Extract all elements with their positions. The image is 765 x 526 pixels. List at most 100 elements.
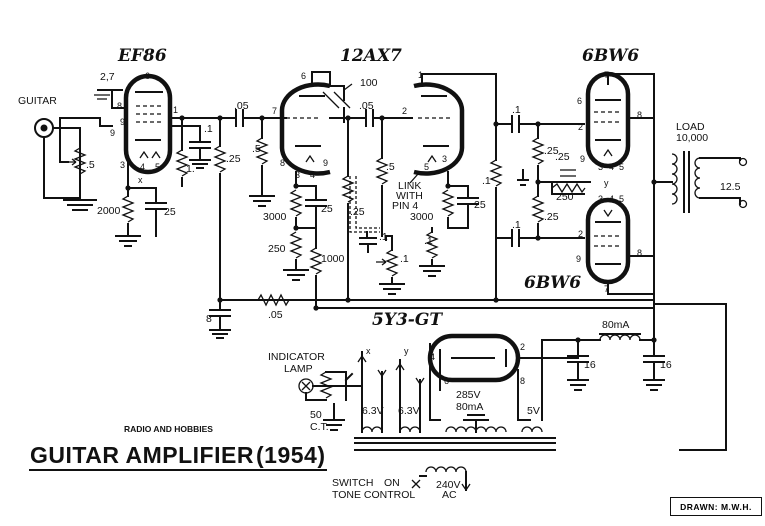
svg-text:.05: .05 (234, 100, 249, 112)
svg-text:5: 5 (155, 162, 160, 172)
svg-text:.5: .5 (252, 143, 261, 155)
tube-12ax7-right: 1 2 5 3 LINK WITH PIN 4 25 3000 .1 (392, 70, 497, 277)
svg-text:1: 1 (418, 70, 423, 80)
svg-text:6: 6 (577, 96, 582, 106)
svg-text:.1: .1 (512, 219, 521, 231)
output-transformer: LOAD 10,000 12.5 (651, 73, 748, 451)
svg-text:3000: 3000 (410, 211, 434, 223)
svg-text:.25: .25 (350, 206, 365, 218)
svg-text:.25: .25 (544, 145, 559, 157)
svg-text:3: 3 (120, 160, 125, 170)
svg-text:16: 16 (660, 359, 672, 371)
svg-text:2: 2 (520, 342, 525, 352)
guitar-label: GUITAR (18, 95, 57, 107)
svg-text:8: 8 (117, 101, 122, 111)
svg-text:.1: .1 (400, 253, 409, 265)
svg-text:3: 3 (598, 162, 603, 172)
tube-label-6bw6-lower: 6BW6 (524, 273, 581, 293)
svg-text:8: 8 (637, 248, 642, 258)
tube-label-5y3gt: 5Y3-GT (372, 310, 443, 330)
svg-text:x: x (366, 346, 371, 356)
heater (139, 150, 161, 159)
svg-text:PIN 4: PIN 4 (392, 200, 418, 212)
svg-text:16: 16 (584, 359, 596, 371)
svg-text:.05: .05 (359, 100, 374, 112)
svg-text:4: 4 (609, 162, 614, 172)
volume-pot (73, 147, 87, 175)
tube-label-ef86: EF86 (117, 46, 167, 66)
svg-text:250: 250 (268, 243, 286, 255)
svg-text:6.3V: 6.3V (398, 405, 420, 417)
source-label: RADIO AND HOBBIES (124, 424, 213, 434)
svg-text:3000: 3000 (263, 211, 287, 223)
svg-text:2: 2 (578, 122, 583, 132)
input-section: GUITAR .5 (18, 95, 113, 211)
svg-text:100: 100 (360, 77, 378, 89)
svg-text:80mA: 80mA (456, 401, 483, 413)
svg-text:3: 3 (598, 194, 603, 204)
svg-text:LAMP: LAMP (284, 363, 313, 375)
svg-text:8: 8 (520, 376, 525, 386)
svg-text:4: 4 (609, 194, 614, 204)
svg-text:TONE CONTROL: TONE CONTROL (332, 489, 415, 501)
svg-text:8: 8 (206, 313, 212, 325)
svg-text:7: 7 (604, 284, 609, 294)
pot-value: .5 (86, 159, 95, 171)
svg-text:285V: 285V (456, 389, 481, 401)
stage2-cathode: 25 3000 250 1000 (263, 171, 345, 309)
svg-text:4: 4 (140, 162, 145, 172)
ground-symbol (115, 235, 141, 247)
svg-text:AC: AC (442, 489, 457, 501)
svg-text:5: 5 (619, 162, 624, 172)
tube-ef86: EF86 6 8 9 9 1 3 4 5 (110, 46, 178, 175)
svg-text:7: 7 (604, 70, 609, 80)
tube-6bw6-lower: 6BW6 3 4 5 2 9 8 7 y (524, 178, 655, 295)
svg-text:1: 1 (173, 105, 178, 115)
ef86-grid-bias: 2,7 x 2000 25 (94, 71, 176, 247)
svg-text:.25: .25 (555, 151, 570, 163)
output-grid-network: .25 .25 .25 250 (531, 121, 591, 241)
svg-text:2,7: 2,7 (100, 71, 115, 83)
svg-text:25: 25 (474, 199, 486, 211)
svg-text:.05: .05 (268, 309, 283, 321)
svg-text:8: 8 (637, 110, 642, 120)
stage1-network: 1. .1 .25 .05 .5 (169, 100, 287, 301)
drawn-by-label: DRAWN: M.W.H. (680, 501, 752, 512)
svg-text:.1: .1 (379, 231, 388, 243)
svg-text:2: 2 (578, 229, 583, 239)
svg-text:7: 7 (272, 106, 277, 116)
svg-text:4: 4 (430, 352, 435, 362)
svg-text:1000: 1000 (321, 253, 345, 265)
svg-text:3: 3 (442, 154, 447, 164)
svg-text:y: y (404, 346, 409, 356)
svg-text:250: 250 (556, 191, 574, 203)
svg-text:.1: .1 (204, 123, 213, 135)
svg-text:2000: 2000 (97, 205, 121, 217)
svg-text:6.3V: 6.3V (362, 405, 384, 417)
tube-12ax7-left: 12AX7 6 7 8 9 3 4 100 (272, 46, 402, 180)
svg-text:8: 8 (280, 158, 285, 168)
svg-text:2: 2 (402, 106, 407, 116)
ht-rail: .05 8 (206, 293, 655, 339)
svg-text:3: 3 (295, 170, 300, 180)
tube-5y3gt: 5Y3-GT 4 6 2 8 (372, 310, 579, 421)
svg-text:25: 25 (164, 206, 176, 218)
psu-filter: 16 80mA 16 (541, 315, 672, 391)
svg-text:.1: .1 (512, 104, 521, 116)
svg-text:INDICATOR: INDICATOR (268, 351, 325, 363)
svg-text:10,000: 10,000 (676, 132, 708, 144)
svg-text:4: 4 (310, 170, 315, 180)
svg-text:LINK: LINK (398, 180, 421, 192)
diagram-title: GUITAR AMPLIFIER (30, 442, 254, 468)
svg-text:6: 6 (301, 71, 306, 81)
ground-symbol (63, 199, 97, 211)
svg-text:WITH: WITH (396, 190, 423, 202)
svg-text:x: x (138, 175, 143, 185)
drawn-by-box: DRAWN: M.W.H. (670, 497, 762, 516)
svg-text:5V: 5V (527, 405, 540, 417)
tube-6bw6-upper: 6BW6 7 6 2 8 9 3 4 5 (577, 46, 655, 172)
svg-text:9: 9 (576, 254, 581, 264)
svg-text:6: 6 (444, 376, 449, 386)
svg-text:y: y (604, 178, 609, 188)
